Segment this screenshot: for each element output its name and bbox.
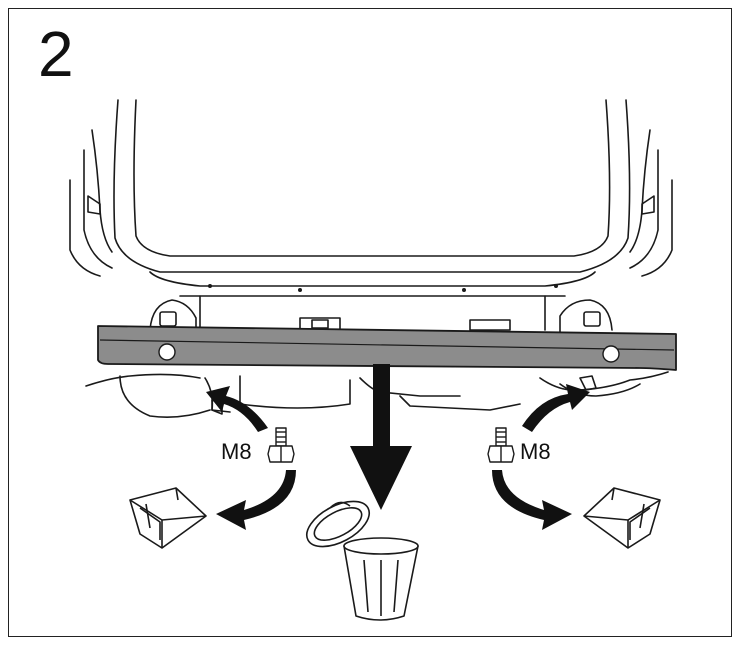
trash-can-icon bbox=[306, 500, 419, 621]
bolt-size-label-left: M8 bbox=[221, 439, 252, 464]
storage-box-icon bbox=[583, 487, 661, 549]
bolt-size-label-right: M8 bbox=[520, 439, 551, 464]
curved-arrow-icon bbox=[206, 384, 590, 432]
bumper-beam bbox=[97, 325, 677, 371]
bolt-icon bbox=[487, 427, 515, 463]
step-number: 2 bbox=[38, 18, 74, 90]
storage-box-icon bbox=[129, 487, 207, 549]
beam-hole-left bbox=[158, 343, 176, 361]
bolt-icon bbox=[267, 427, 295, 463]
curved-arrow-icon bbox=[216, 470, 572, 530]
down-arrow-icon bbox=[350, 364, 412, 510]
panel-markers bbox=[208, 284, 558, 292]
car-rear-body bbox=[69, 99, 673, 418]
beam-hole-right bbox=[602, 345, 620, 363]
